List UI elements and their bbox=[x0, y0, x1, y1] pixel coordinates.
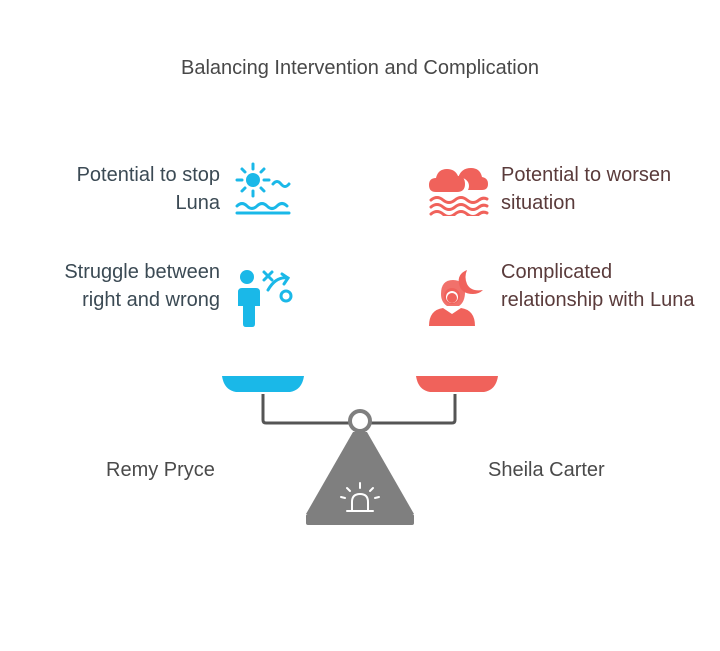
sun-waves-icon bbox=[233, 160, 295, 216]
left-side-label: Remy Pryce bbox=[106, 459, 215, 481]
scale-base bbox=[306, 514, 414, 525]
right-item-worsen: Potential to worsen situation bbox=[501, 164, 672, 214]
left-pan bbox=[222, 376, 304, 392]
diagram-title: Balancing Intervention and Complication bbox=[181, 57, 539, 79]
scale-beam bbox=[261, 394, 457, 425]
right-side-label: Sheila Carter bbox=[488, 459, 605, 481]
right-item-relationship: Complicated relationship with Luna bbox=[501, 261, 695, 311]
right-pan bbox=[416, 376, 498, 392]
woman-moon-icon bbox=[427, 268, 491, 328]
scale-stand bbox=[306, 432, 414, 514]
left-item-stop-luna: Potential to stop Luna bbox=[76, 164, 220, 214]
alarm-light-icon bbox=[340, 482, 380, 512]
storm-waves-icon bbox=[428, 158, 490, 216]
person-decision-icon bbox=[234, 268, 294, 330]
left-item-struggle: Struggle between right and wrong bbox=[64, 261, 220, 311]
scale-pivot bbox=[348, 409, 372, 433]
